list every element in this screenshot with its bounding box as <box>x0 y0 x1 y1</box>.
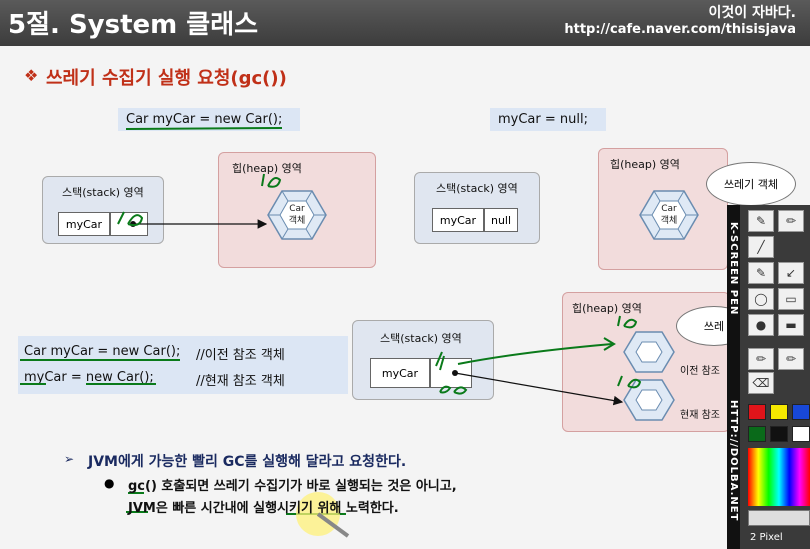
rect-tool-icon[interactable]: ▭ <box>778 288 804 310</box>
ellipse-tool-icon[interactable]: ◯ <box>748 288 774 310</box>
curr-object-hexagon <box>623 379 675 421</box>
pen-tool-icon[interactable]: ✎ <box>748 210 774 232</box>
slide-title: 5절. System 클래스 <box>8 10 259 40</box>
arrow-pen-icon[interactable]: ↙ <box>778 262 804 284</box>
pen-blue-icon[interactable]: ✎ <box>748 262 774 284</box>
stack-label-1: 스택(stack) 영역 <box>62 186 144 199</box>
code-block <box>18 336 348 394</box>
fill-tool-icon[interactable]: ● <box>748 314 774 336</box>
diamond-bullet-icon: ❖ <box>24 66 39 85</box>
color-spectrum[interactable] <box>748 448 810 506</box>
pen-toolbar-strip <box>727 205 740 549</box>
code-line-1: Car myCar = new Car(); <box>24 344 181 359</box>
color-black[interactable] <box>770 426 788 442</box>
stack-label-3: 스택(stack) 영역 <box>380 332 462 345</box>
green-marker-icon[interactable]: ✏ <box>778 348 804 370</box>
bullet-main: JVM에게 가능한 빨리 GC를 실행해 달라고 요청한다. <box>88 454 407 470</box>
var-cell-2: myCar <box>432 208 484 232</box>
color-blue[interactable] <box>792 404 810 420</box>
car-object-hexagon-1 <box>267 190 327 240</box>
color-white[interactable] <box>792 426 810 442</box>
kscreen-label: K-SCREEN PEN <box>728 222 739 316</box>
code-new-car: Car myCar = new Car(); <box>118 108 300 131</box>
kscreen-url: HTTP://DOLBA.NET <box>728 400 739 522</box>
code-comment-2: //현재 참조 객체 <box>196 374 285 389</box>
code-comment-1: //이전 참조 객체 <box>196 348 285 363</box>
width-slider[interactable] <box>748 510 810 526</box>
code-line-2: myCar = new Car(); <box>24 370 154 385</box>
null-cell: null <box>484 208 518 232</box>
color-red[interactable] <box>748 404 766 420</box>
var-cell-1: myCar <box>58 212 110 236</box>
color-green[interactable] <box>748 426 766 442</box>
slide-header <box>0 0 810 46</box>
section-title: 쓰레기 수집기 실행 요청(gc()) <box>46 68 287 89</box>
brand-url: http://cafe.naver.com/thisisjava <box>564 22 796 37</box>
line-tool-icon[interactable]: ╱ <box>748 236 774 258</box>
arrow-bullet-icon: ➢ <box>64 452 75 466</box>
prev-object-hexagon <box>623 331 675 373</box>
brand-text: 이것이 자바다. <box>708 5 796 21</box>
eraser-icon[interactable]: ⌫ <box>748 372 774 394</box>
dot-bullet-icon: ● <box>104 476 115 490</box>
color-yellow[interactable] <box>770 404 788 420</box>
curr-ref-label: 현재 참조 <box>680 410 720 421</box>
heap-label-2: 힙(heap) 영역 <box>610 158 680 171</box>
car-object-hexagon-2 <box>639 190 699 240</box>
heap-label-1: 힙(heap) 영역 <box>232 162 302 175</box>
var-cell-3: myCar <box>370 358 430 388</box>
bullet-sub-2: JVM은 빠른 시간내에 실행시키기 위해 노력한다. <box>128 501 399 516</box>
code-null-assign: myCar = null; <box>490 108 606 131</box>
heap-label-3: 힙(heap) 영역 <box>572 302 642 315</box>
stack-label-2: 스택(stack) 영역 <box>436 182 518 195</box>
fill-rect-icon[interactable]: ▬ <box>778 314 804 336</box>
marker-tool-icon[interactable]: ✏ <box>778 210 804 232</box>
prev-ref-label: 이전 참조 <box>680 366 720 377</box>
garbage-callout: 쓰레기 객체 <box>706 162 796 206</box>
bullet-sub-1: gc() 호출되면 쓰레기 수집기가 바로 실행되는 것은 아니고, <box>128 479 457 494</box>
highlighter-icon[interactable]: ✏ <box>748 348 774 370</box>
pixel-size-label: 2 Pixel <box>750 532 783 543</box>
